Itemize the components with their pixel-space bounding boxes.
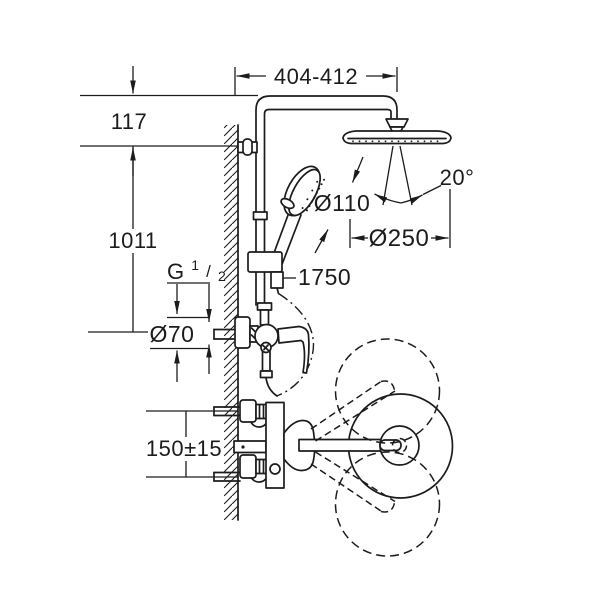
rail-union — [252, 211, 268, 221]
dim-spray-angle: 20° — [440, 165, 475, 190]
inlet-escutcheon — [234, 316, 251, 349]
hose-phantom-loop — [276, 292, 315, 397]
outlet-hose-nut — [259, 370, 273, 379]
mixer-bottom-view — [213, 393, 454, 499]
thread-sup: 1 — [191, 257, 199, 273]
hose-lower-solid — [265, 376, 278, 397]
dim-hand-shower-diameter: Ø110 — [314, 190, 371, 216]
wall-bracket-knob — [242, 138, 253, 156]
hub-center-detail — [391, 437, 408, 454]
rail-to-mixer-union — [256, 302, 273, 311]
dim-escutcheon-diameter: Ø70 — [150, 321, 195, 347]
hand-shower — [247, 165, 325, 289]
center-mark — [241, 445, 245, 449]
dim-head-drop: 117 — [111, 109, 148, 134]
lever-swing-phantom — [310, 338, 441, 557]
shower-rail-and-arm — [237, 95, 398, 306]
mixer-body-plate — [265, 401, 285, 489]
hand-shower-button — [280, 197, 295, 210]
phantom-knob-up — [334, 338, 441, 444]
head-shower-nozzles — [352, 140, 439, 143]
plate-screw — [269, 463, 281, 475]
dimension-labels: 404-412 117 1011 G 1 / 2 Ø70 150±15 Ø110… — [108, 64, 474, 461]
wall-hatching — [224, 125, 238, 520]
hose-upper-solid — [276, 287, 280, 295]
spray-cone-right-line — [399, 145, 413, 206]
thread-base: G — [167, 259, 185, 284]
head-shower-disc — [342, 130, 452, 145]
bottom-view-escutcheon-bottom — [239, 454, 257, 479]
dim-thread-size: G 1 / 2 — [167, 250, 226, 284]
dim-rail-height: 1011 — [108, 228, 157, 253]
spray-cone-left-line — [382, 145, 394, 206]
phantom-knob-down — [334, 451, 441, 557]
bottom-view-escutcheon-top — [239, 399, 257, 423]
dim-head-shower-diameter: Ø250 — [369, 225, 430, 252]
lever-shaft — [233, 440, 267, 454]
mixer-front-view — [213, 302, 310, 379]
thread-sub: 2 — [218, 268, 226, 284]
dim-inlet-spacing: 150±15 — [146, 436, 222, 461]
rail-slider-holder — [247, 251, 283, 273]
dim-hose-length: 1750 — [298, 264, 351, 290]
ball-joint-nut — [385, 118, 409, 128]
rail-outer-line — [255, 95, 398, 306]
hand-shower-nozzles — [301, 178, 325, 212]
thread-slash: / — [206, 262, 211, 281]
hose-connector — [270, 271, 284, 289]
rail-to-mixer-stub — [259, 309, 270, 326]
mixer-lever-handle — [277, 325, 310, 374]
dim-arm-reach: 404-412 — [274, 64, 358, 89]
rail-inner-line — [263, 108, 392, 306]
head-shower — [342, 118, 452, 206]
shower-hose — [265, 287, 315, 397]
